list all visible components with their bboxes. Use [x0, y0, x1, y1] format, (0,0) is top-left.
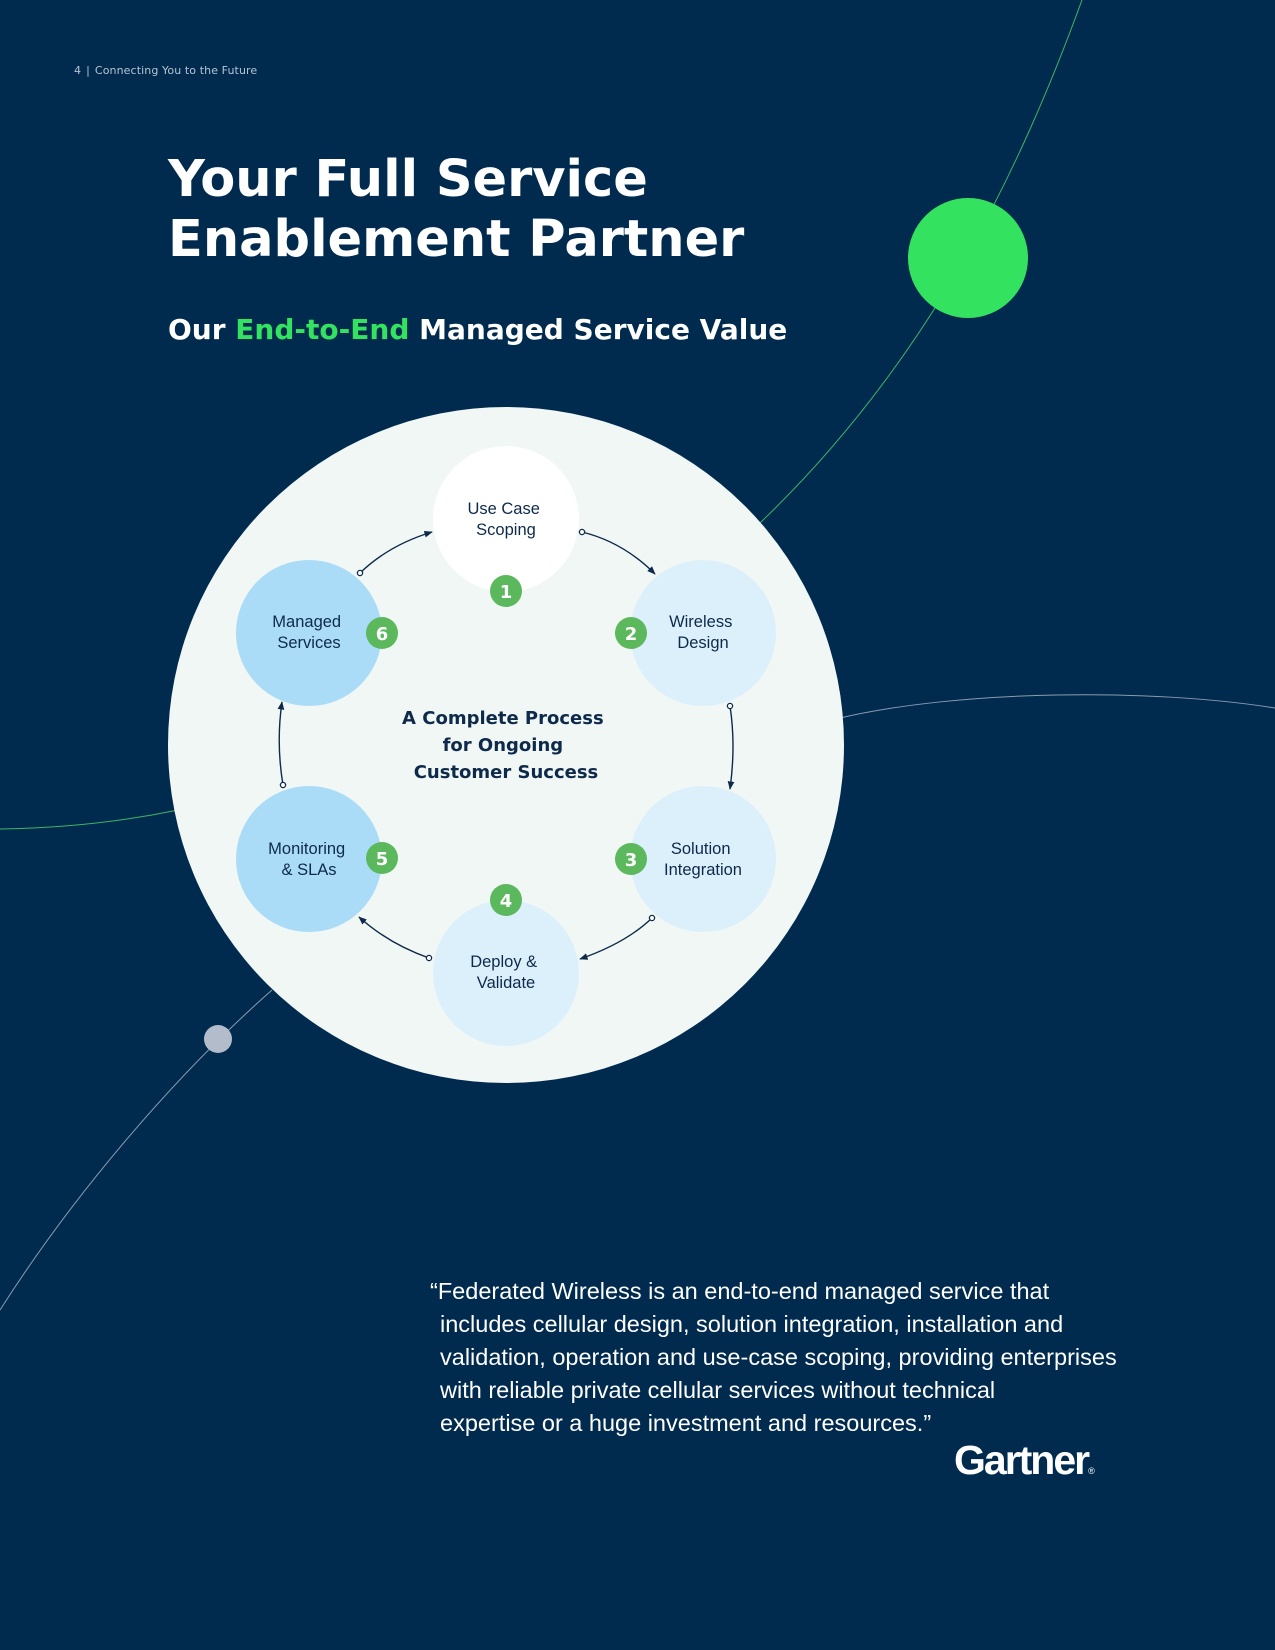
step-4-badge: [490, 884, 522, 916]
decorative-green-dot: [908, 198, 1028, 318]
header-section-title: Connecting You to the Future: [94, 64, 258, 77]
quote-line-1: “Federated Wireless is an end-to-end man…: [430, 1278, 1050, 1304]
page-title-line-2: Enablement Partner: [168, 210, 745, 269]
step-3-number: 3: [625, 850, 638, 871]
step-1-use-case-scoping: Use Case Scoping 1: [433, 446, 579, 607]
step-1-badge: [490, 575, 522, 607]
gartner-logo: Gartner®: [954, 1437, 1095, 1494]
connector-2-to-3: [727, 705, 735, 790]
decorative-arc-grey-right: [839, 694, 1275, 719]
step-6-number: 6: [376, 624, 389, 645]
step-5-badge: [366, 842, 398, 874]
diagram-center-text: A Complete Process for Ongoing Customer …: [402, 708, 610, 783]
decorative-grey-dot: [204, 1025, 232, 1053]
step-4-label: Deploy & Validate: [470, 953, 542, 992]
page-title: Your Full Service Enablement Partner: [168, 150, 744, 270]
step-2-label: Wireless Design: [669, 613, 737, 652]
page-header: 4 | Connecting You to the Future: [74, 64, 257, 77]
step-1-number: 1: [500, 582, 513, 603]
step-1-label: Use Case Scoping: [467, 500, 544, 539]
connector-4-to-5: [358, 916, 430, 959]
step-5-monitoring-slas: Monitoring & SLAs 5: [236, 786, 398, 932]
step-2-wireless-design: Wireless Design 2: [615, 560, 776, 706]
header-separator: |: [86, 64, 90, 77]
quote-line-3: validation, operation and use-case scopi…: [440, 1344, 1117, 1370]
quote-line-2: includes cellular design, solution integ…: [440, 1311, 1064, 1337]
page-title-line-1: Your Full Service: [168, 150, 648, 209]
connector-6-to-1: [359, 530, 433, 574]
testimonial-quote: “Federated Wireless is an end-to-end man…: [430, 1275, 1130, 1440]
decorative-arc-green-left: [0, 809, 179, 830]
step-6-circle: [236, 560, 382, 706]
section-subtitle: Our End-to-End Managed Service Value: [168, 310, 787, 350]
quote-line-5: expertise or a huge investment and resou…: [440, 1410, 932, 1436]
step-4-number: 4: [500, 891, 513, 912]
step-6-label: Managed Services: [272, 613, 345, 652]
subtitle-highlight: End-to-End: [235, 313, 410, 346]
cycle-connectors: [277, 530, 735, 960]
step-3-badge: [615, 843, 647, 875]
step-4-deploy-validate: Deploy & Validate 4: [433, 884, 579, 1046]
connector-1-to-2: [581, 531, 656, 575]
gartner-logo-text: Gartner: [954, 1437, 1090, 1483]
step-3-circle: [630, 786, 776, 932]
subtitle-prefix: Our: [168, 313, 226, 346]
step-2-circle: [630, 560, 776, 706]
step-3-solution-integration: Solution Integration 3: [615, 786, 776, 932]
step-6-managed-services: Managed Services 6: [236, 560, 398, 706]
step-6-badge: [366, 617, 398, 649]
step-5-circle: [236, 786, 382, 932]
step-4-circle: [433, 900, 579, 1046]
connector-3-to-4: [579, 917, 653, 960]
step-3-label: Solution Integration: [664, 840, 742, 879]
step-2-number: 2: [625, 624, 638, 645]
step-5-number: 5: [376, 849, 389, 870]
quote-line-4: with reliable private cellular services …: [440, 1377, 996, 1403]
decorative-arc-grey-left: [0, 989, 273, 1311]
step-2-badge: [615, 617, 647, 649]
step-1-circle: [433, 446, 579, 592]
connector-start-dots: [279, 528, 734, 962]
gartner-registered-mark: ®: [1088, 1466, 1095, 1476]
step-5-label: Monitoring & SLAs: [268, 840, 350, 879]
page-number: 4: [74, 64, 82, 77]
subtitle-suffix: Managed Service Value: [419, 313, 788, 346]
connector-5-to-6: [277, 701, 285, 786]
